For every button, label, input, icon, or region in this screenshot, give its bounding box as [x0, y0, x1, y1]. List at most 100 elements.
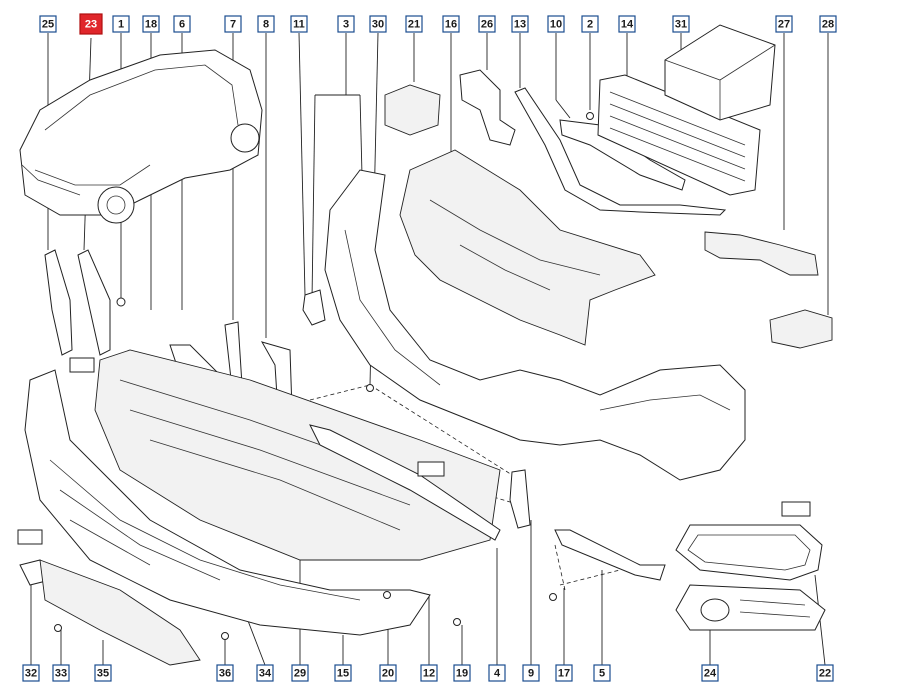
callout-14: 14: [618, 15, 636, 33]
callout-box: [522, 664, 540, 682]
callout-25: 25: [39, 15, 57, 33]
callout-number: 34: [259, 668, 272, 680]
callout-number: 31: [675, 19, 687, 31]
part-29-strip: [309, 424, 501, 541]
callout-number: 7: [230, 19, 236, 31]
callout-box: [39, 15, 57, 33]
callout-21: 21: [405, 15, 423, 33]
part-11-plug: [302, 289, 326, 326]
callout-number: 2: [587, 19, 593, 31]
callout-number: 12: [423, 668, 435, 680]
part-23-bracket: [77, 249, 111, 356]
callout-number: 27: [778, 19, 790, 31]
callout-20: 20: [379, 664, 397, 682]
callout-13: 13: [511, 15, 529, 33]
callout-number: 36: [219, 668, 231, 680]
callout-number: 32: [25, 668, 37, 680]
callout-box: [369, 15, 387, 33]
part-22-fog-bezel-ring: [675, 524, 823, 581]
callout-box: [256, 664, 274, 682]
callout-number: 21: [408, 19, 420, 31]
callout-5: 5: [593, 664, 611, 682]
callout-box: [79, 13, 103, 35]
callout-number: 19: [456, 668, 468, 680]
callout-number: 14: [621, 19, 634, 31]
callout-box: [52, 664, 70, 682]
callout-box: [701, 664, 719, 682]
label-plate-1: [69, 357, 95, 373]
callout-box: [257, 15, 275, 33]
callout-box: [22, 664, 40, 682]
callout-27: 27: [775, 15, 793, 33]
part-25-bracket: [44, 249, 73, 356]
callout-box: [488, 664, 506, 682]
part-16-cross-member: [399, 149, 656, 346]
callout-box: [511, 15, 529, 33]
callout-36: 36: [216, 664, 234, 682]
callout-number: 16: [445, 19, 457, 31]
callout-24: 24: [701, 664, 719, 682]
callout-number: 24: [704, 668, 717, 680]
fastener-1: [116, 297, 126, 307]
callout-box: [442, 15, 460, 33]
callout-box: [581, 15, 599, 33]
part-34-absorber: [94, 349, 501, 561]
callout-number: 30: [372, 19, 384, 31]
callout-number: 9: [528, 668, 534, 680]
part-14-radiator-grille: [597, 74, 761, 196]
callout-15: 15: [334, 664, 352, 682]
callout-12: 12: [420, 664, 438, 682]
callout-number: 8: [263, 19, 269, 31]
callout-number: 1: [118, 19, 124, 31]
callout-10: 10: [547, 15, 565, 33]
part-13-strip: [514, 87, 727, 216]
callout-33: 33: [52, 664, 70, 682]
callout-box: [224, 15, 242, 33]
part-35-plate: [39, 559, 201, 666]
callout-22: 22: [816, 664, 834, 682]
callout-box: [112, 15, 130, 33]
part-31-kit-box: [664, 24, 776, 121]
callout-box: [216, 664, 234, 682]
callout-box: [334, 664, 352, 682]
callout-number: 33: [55, 668, 67, 680]
callout-number: 23: [85, 19, 97, 31]
callout-34: 34: [256, 664, 274, 682]
part-26-support: [459, 69, 516, 146]
callout-18: 18: [142, 15, 160, 33]
callout-box: [775, 15, 793, 33]
callout-19: 19: [453, 664, 471, 682]
callout-30: 30: [369, 15, 387, 33]
callout-31: 31: [672, 15, 690, 33]
callout-number: 3: [343, 19, 349, 31]
part-5-strip: [554, 529, 666, 581]
callout-number: 18: [145, 19, 157, 31]
part-24-fog-lamp-grille: [675, 584, 826, 631]
callout-box: [173, 15, 191, 33]
callout-number: 13: [514, 19, 526, 31]
label-plate-bottom-left: [17, 529, 43, 545]
part-3-bumper-cover: [324, 169, 746, 481]
callout-box: [819, 15, 837, 33]
fastener-19: [453, 618, 461, 626]
callout-number: 20: [382, 668, 394, 680]
callout-number: 11: [293, 19, 305, 31]
callout-number: 10: [550, 19, 562, 31]
fastener-17: [549, 593, 557, 601]
callout-number: 6: [179, 19, 185, 31]
callout-box: [593, 664, 611, 682]
callout-box: [420, 664, 438, 682]
callout-box: [547, 15, 565, 33]
callout-number: 17: [558, 668, 570, 680]
part-28-clip: [769, 309, 833, 349]
fastener-2: [586, 112, 594, 120]
callout-6: 6: [173, 15, 191, 33]
callout-box: [337, 15, 355, 33]
callout-box: [816, 664, 834, 682]
callout-number: 28: [822, 19, 834, 31]
vehicle-overview: [19, 49, 263, 224]
callout-box: [453, 664, 471, 682]
callout-8: 8: [257, 15, 275, 33]
